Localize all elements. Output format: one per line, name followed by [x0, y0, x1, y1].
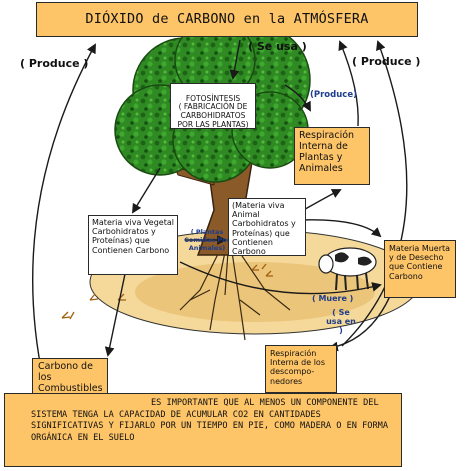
label-produce-small: (Produce)	[310, 90, 357, 100]
cow-illustration	[318, 247, 377, 291]
materia-vegetal-box: Materia viva Vegetal Carbohidratos y Pro…	[88, 215, 178, 275]
importance-note-text: ES IMPORTANTE QUE AL MENOS UN COMPONENTE…	[31, 398, 388, 443]
label-se-usa: ( Se usa )	[248, 40, 307, 53]
fotosintesis-text: FOTOSÍNTESIS ( FABRICACIÓN DE CARBOHIDRA…	[177, 93, 249, 129]
respiracion-plantas-box: Respiración Interna de Plantas y Animale…	[294, 127, 370, 185]
label-se-usa-en: ( Se usa en )	[326, 308, 356, 335]
importance-note-box: ES IMPORTANTE QUE AL MENOS UN COMPONENTE…	[4, 393, 402, 467]
diagram-title: DIÓXIDO de CARBONO en la ATMÓSFERA	[85, 10, 369, 27]
respiracion-descomp-text: Respiración Interna de los descompo-nedo…	[270, 349, 325, 386]
title-box: DIÓXIDO de CARBONO en la ATMÓSFERA	[36, 2, 418, 37]
materia-animal-text: (Materia viva Animal Carbohidratos y Pro…	[232, 201, 296, 256]
label-produce-left: ( Produce )	[20, 57, 89, 70]
label-produce-right: ( Produce )	[352, 55, 421, 68]
materia-muerta-text: Materia Muerta y de Desecho que Contiene…	[389, 244, 451, 281]
materia-vegetal-text: Materia viva Vegetal Carbohidratos y Pro…	[92, 218, 174, 255]
respiracion-descomp-box: Respiración Interna de los descompo-nedo…	[265, 345, 337, 393]
label-muere: ( Muere )	[312, 294, 354, 303]
label-plantas-comidas: ( Plantas Comidas Por Animales)	[184, 228, 230, 253]
ground-shadow	[135, 262, 375, 322]
materia-animal-box: (Materia viva Animal Carbohidratos y Pro…	[228, 198, 306, 256]
cycle-arrows	[32, 39, 408, 389]
respiracion-plantas-text: Respiración Interna de Plantas y Animale…	[299, 130, 355, 174]
fotosintesis-box: FOTOSÍNTESIS ( FABRICACIÓN DE CARBOHIDRA…	[170, 83, 256, 129]
tree-roots	[179, 249, 291, 341]
materia-muerta-box: Materia Muerta y de Desecho que Contiene…	[384, 240, 456, 298]
